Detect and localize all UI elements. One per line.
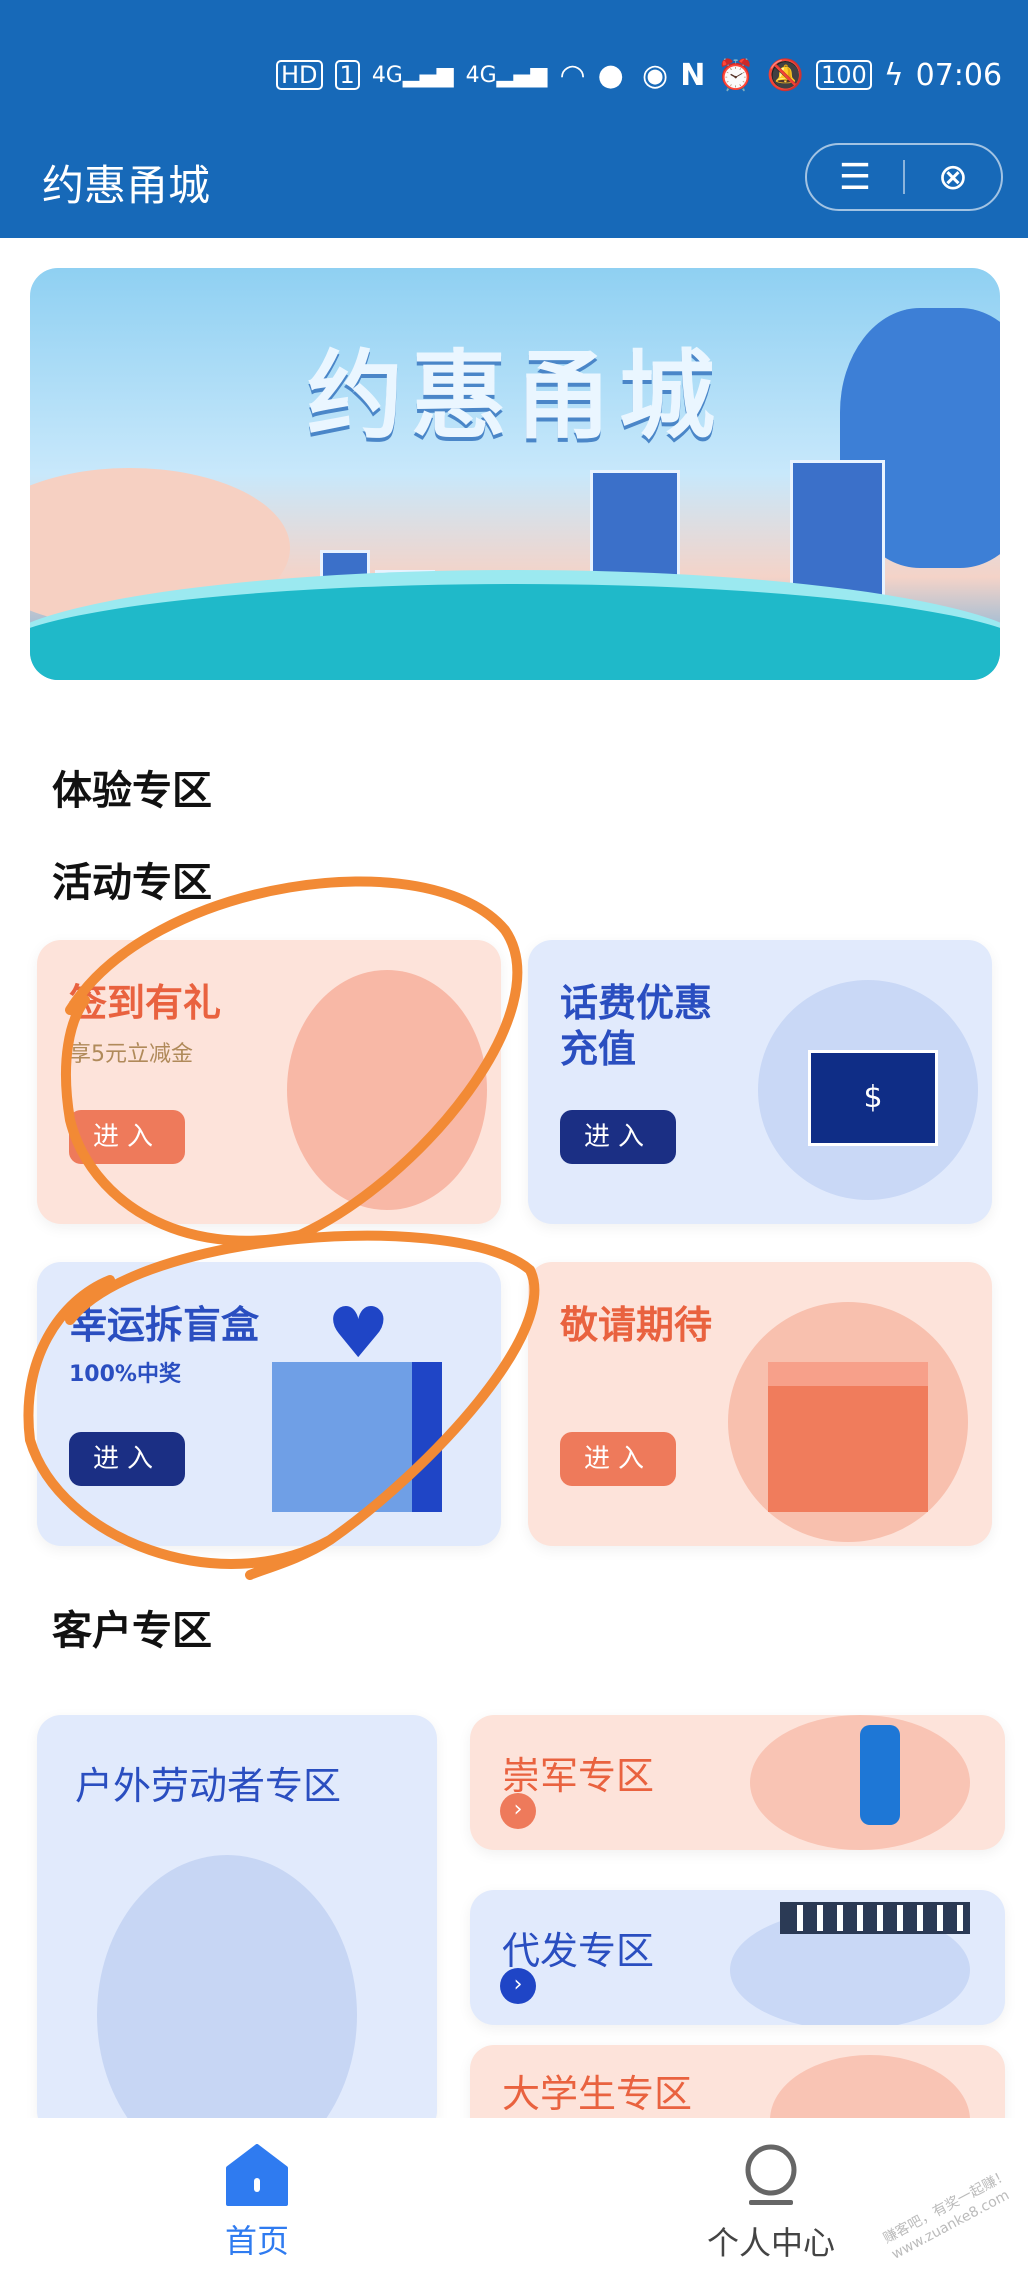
gift-icon xyxy=(768,1362,928,1512)
card-payroll[interactable]: 代发专区 › xyxy=(470,1890,1005,2025)
illustration-phone xyxy=(287,970,487,1210)
eye-icon: ◉ xyxy=(642,57,669,93)
section-experience: 体验专区 xyxy=(52,768,212,814)
arrow-right-icon[interactable]: › xyxy=(500,1793,536,1829)
illustration-people xyxy=(97,1855,357,2135)
door-icon xyxy=(860,1725,900,1825)
message-icon: ● xyxy=(597,57,624,93)
card-subtitle: 享5元立减金 xyxy=(69,1042,193,1067)
card-blind-box[interactable]: ♥ 幸运拆盲盒 100%中奖 进入 xyxy=(37,1262,501,1546)
signal-4g-icon: 4G▂▄▆ xyxy=(465,62,548,88)
arrow-right-icon[interactable]: › xyxy=(500,1968,536,2004)
card-checkin[interactable]: 签到有礼 享5元立减金 进入 xyxy=(37,940,501,1224)
card-phone-recharge[interactable]: $ 话费优惠 充值 进入 xyxy=(528,940,992,1224)
card-title: 签到有礼 xyxy=(69,981,222,1025)
nav-profile[interactable]: 个人中心 xyxy=(514,2118,1028,2284)
banner[interactable]: 约惠甬城 xyxy=(30,268,1000,680)
enter-button[interactable]: 进入 xyxy=(560,1432,676,1486)
card-title: 崇军专区 xyxy=(502,1754,655,1798)
card-outdoor-workers[interactable]: 户外劳动者专区 xyxy=(37,1715,437,2135)
battery-icon: 100 xyxy=(816,60,872,90)
profile-icon xyxy=(745,2144,797,2205)
card-title: 大学生专区 xyxy=(502,2072,693,2116)
divider xyxy=(903,160,905,194)
mute-bell-icon: 🔕 xyxy=(766,57,805,93)
close-circle-icon[interactable]: ⊗ xyxy=(937,156,969,198)
wifi-icon: ◠ xyxy=(559,57,586,93)
signal-4g-icon: 4G▂▄▆ xyxy=(371,62,454,88)
miniapp-capsule: ☰ ⊗ xyxy=(805,143,1003,211)
box-icon xyxy=(272,1362,442,1512)
menu-icon[interactable]: ☰ xyxy=(838,156,872,198)
home-icon xyxy=(226,2144,288,2206)
banner-title: 约惠甬城 xyxy=(307,340,723,452)
nav-label: 个人中心 xyxy=(706,2224,835,2262)
section-customer: 客户专区 xyxy=(52,1608,212,1654)
card-title: 敬请期待 xyxy=(560,1303,713,1347)
clock: 07:06 xyxy=(915,57,1003,93)
dollar-icon: $ xyxy=(808,1050,938,1146)
hd-icon: HD xyxy=(276,60,323,90)
card-title: 代发专区 xyxy=(502,1929,655,1973)
card-subtitle: 100%中奖 xyxy=(69,1362,181,1387)
card-coming-soon[interactable]: 敬请期待 进入 xyxy=(528,1262,992,1546)
section-activity: 活动专区 xyxy=(52,860,212,906)
card-military[interactable]: 崇军专区 › xyxy=(470,1715,1005,1850)
alarm-icon: ⏰ xyxy=(717,57,755,93)
status-left: HD 1 4G▂▄▆ 4G▂▄▆ ◠ ● xyxy=(276,52,624,98)
nav-label: 首页 xyxy=(224,2222,289,2260)
screen-icon xyxy=(780,1902,970,1934)
nfc-icon: N xyxy=(680,57,706,93)
status-right: ◉ N ⏰ 🔕 100 ϟ 07:06 xyxy=(642,52,1002,98)
page-title: 约惠甬城 xyxy=(42,161,211,210)
heart-icon: ♥ xyxy=(327,1292,390,1374)
bottom-nav: 首页 个人中心 xyxy=(0,2118,1028,2284)
nav-home[interactable]: 首页 xyxy=(0,2118,514,2284)
sim-icon: 1 xyxy=(334,60,360,90)
card-title: 话费优惠 充值 xyxy=(560,981,713,1071)
top-bar: HD 1 4G▂▄▆ 4G▂▄▆ ◠ ● ◉ N ⏰ 🔕 100 ϟ 07:06… xyxy=(0,0,1028,238)
road-decoration xyxy=(30,570,1000,680)
card-title: 幸运拆盲盒 xyxy=(69,1303,260,1347)
charging-icon: ϟ xyxy=(883,57,904,93)
card-title: 户外劳动者专区 xyxy=(75,1764,342,1808)
enter-button[interactable]: 进入 xyxy=(69,1432,185,1486)
enter-button[interactable]: 进入 xyxy=(560,1110,676,1164)
